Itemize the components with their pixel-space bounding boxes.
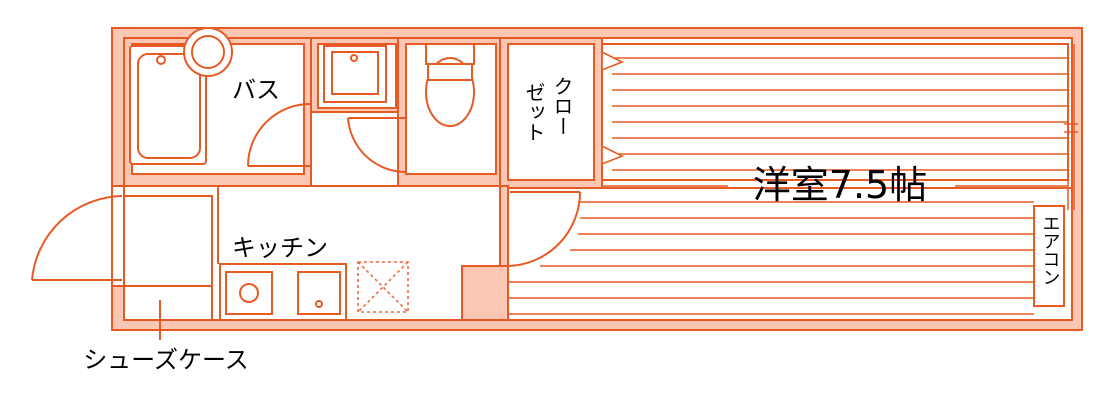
bathtub (129, 27, 233, 165)
aircon-box (1033, 205, 1065, 307)
room-door (507, 191, 581, 267)
entrance (31, 185, 219, 321)
window-marks (1064, 44, 1078, 210)
flooring-lines (508, 57, 1068, 315)
label-kitchen: キッチン (232, 234, 328, 262)
label-western-room: 洋室7.5帖 (753, 163, 927, 207)
closet-door-marks (601, 50, 624, 166)
fridge-space (357, 261, 409, 313)
label-closet-col1: ゼット (522, 82, 546, 142)
label-closet-col2: クロー (550, 76, 574, 136)
label-shoe-case: シューズケース (83, 346, 249, 374)
wash-basin (323, 45, 387, 103)
label-aircon: エアコン (1040, 214, 1061, 286)
bath-door (247, 102, 312, 167)
toilet-door (347, 117, 407, 174)
label-bath: バス (232, 76, 280, 104)
kitchen-counter (219, 263, 347, 321)
toilet (425, 43, 475, 127)
